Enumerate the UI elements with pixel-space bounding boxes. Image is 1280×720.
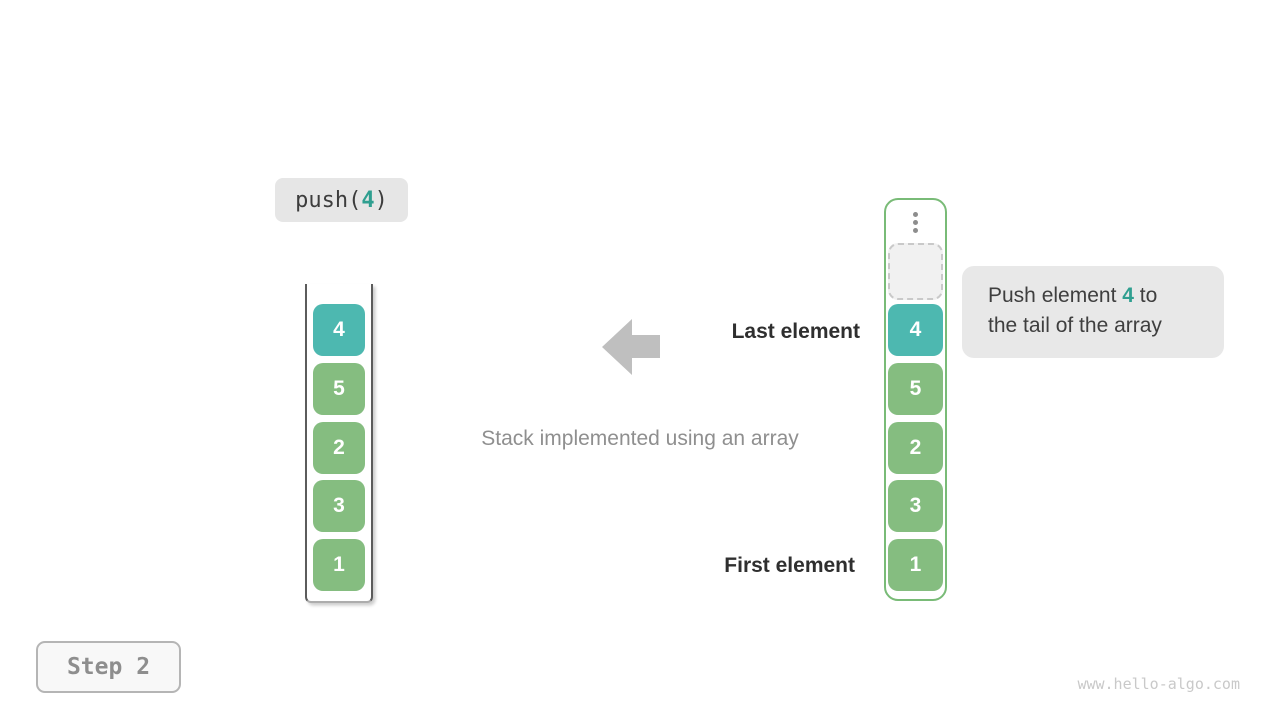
operation-badge: push(4) — [275, 178, 408, 222]
stack-cell: 1 — [313, 539, 365, 591]
arrow-left-icon — [602, 319, 660, 375]
stack-cell: 4 — [313, 304, 365, 356]
dot — [913, 212, 918, 217]
vertical-ellipsis-icon — [913, 212, 918, 233]
annotation-bubble: Push element 4 to the tail of the array — [962, 266, 1224, 358]
watermark: www.hello-algo.com — [1077, 675, 1240, 693]
operation-suffix: ) — [374, 187, 388, 213]
array-container: 4 5 2 3 1 — [884, 198, 947, 601]
annotation-line1-prefix: Push element — [988, 284, 1123, 307]
dot — [913, 220, 918, 225]
stack-cell: 5 — [313, 362, 365, 415]
annotation-line1-suffix: to — [1133, 284, 1158, 307]
last-element-label: Last element — [731, 320, 860, 343]
array-cell: 3 — [888, 480, 943, 533]
stack-cell: 2 — [313, 421, 365, 474]
step-badge-label: Step 2 — [66, 654, 151, 680]
stack-cell: 3 — [313, 480, 365, 533]
array-cell: 5 — [888, 362, 943, 415]
array-cell: 4 — [888, 304, 943, 356]
stack-cells: 4 5 2 3 1 — [313, 304, 365, 591]
dot — [913, 228, 918, 233]
operation-argument: 4 — [361, 187, 375, 213]
annotation-line2: the tail of the array — [988, 314, 1162, 337]
stack-container: 4 5 2 3 1 — [305, 284, 373, 603]
annotation-value: 4 — [1122, 284, 1134, 307]
array-cells: 4 5 2 3 1 — [888, 304, 943, 591]
step-badge: Step 2 — [36, 641, 181, 693]
annotation-line1: Push element 4 to — [988, 281, 1224, 311]
diagram-caption: Stack implemented using an array — [481, 427, 799, 450]
array-cell: 2 — [888, 421, 943, 474]
empty-array-slot — [888, 243, 943, 300]
array-cell: 1 — [888, 539, 943, 591]
first-element-label: First element — [724, 554, 855, 577]
operation-prefix: push( — [295, 187, 362, 213]
